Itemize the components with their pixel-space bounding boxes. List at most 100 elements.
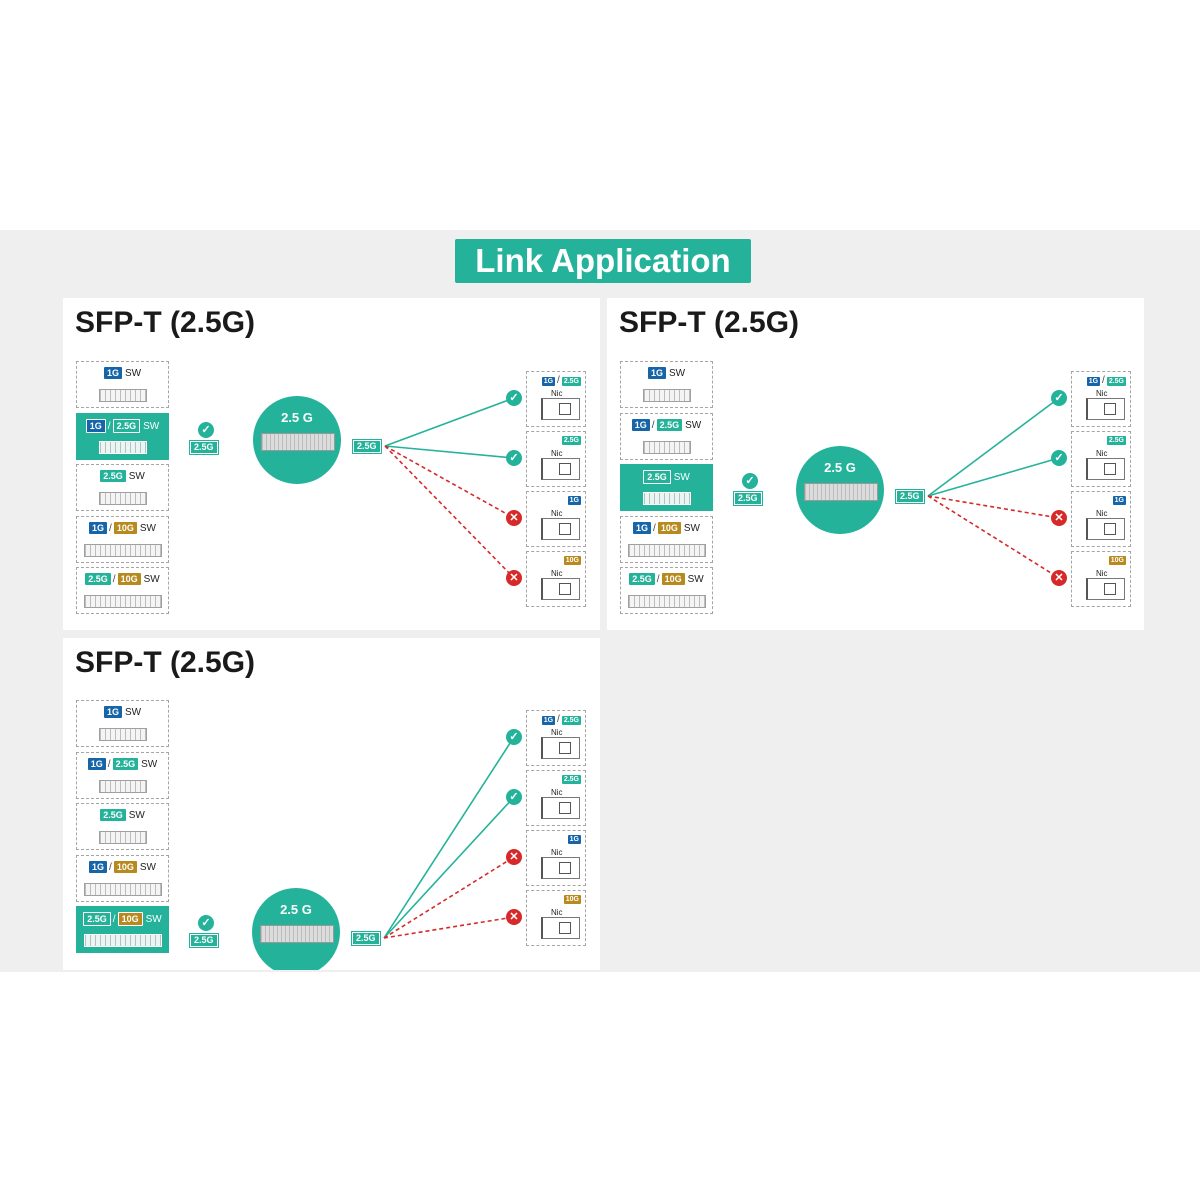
tag-separator: / [653, 522, 656, 534]
incompatible-link-line [384, 445, 515, 519]
switch-label: SW [143, 420, 160, 432]
sfp-module-icon [804, 483, 878, 501]
speed-tag-2-5g: 2.5G [561, 716, 581, 725]
nic-label: Nic [551, 728, 563, 737]
cross-icon: ✕ [506, 570, 522, 586]
switch-label: SW [143, 574, 160, 585]
switch-device-icon [83, 934, 162, 947]
nic-port-icon [559, 403, 571, 415]
speed-tag-2-5g: 2.5G [112, 757, 139, 770]
speed-tag-10g: 10G [657, 521, 681, 534]
switch-label: SW [124, 368, 142, 379]
speed-tag-1g: 1G [541, 716, 556, 725]
speed-tag-10g: 10G [113, 860, 137, 873]
nic-card-icon [541, 917, 580, 939]
speed-tag-10g: 10G [113, 521, 137, 534]
incompatible-link-line [927, 495, 1060, 519]
speed-tag-2-5g: 2.5G [83, 912, 111, 926]
switch-device-icon [98, 831, 147, 844]
check-icon: ✓ [742, 473, 758, 489]
switch-label: SW [124, 707, 142, 718]
module-label: 2.5 G [824, 460, 856, 475]
switch-device-icon [98, 779, 147, 793]
panel-title: SFP-T (2.5G) [75, 646, 256, 679]
switch-label: SW [687, 574, 704, 585]
nic-header: 10G [563, 894, 581, 904]
connection-lines [383, 736, 515, 939]
nic-header: 1G [567, 495, 581, 505]
connection-lines [384, 397, 515, 579]
speed-tag-1g: 1G [567, 835, 581, 844]
cross-icon: ✕ [1051, 570, 1067, 586]
speed-tag-2-5g: 2.5G [629, 573, 655, 585]
nic-card-icon [541, 518, 580, 540]
check-icon: ✓ [506, 729, 522, 745]
tag-separator: / [107, 420, 111, 432]
tag-separator: / [1102, 375, 1105, 386]
switch-device-icon [98, 389, 147, 402]
module-link-speed: 2.5G [895, 489, 925, 504]
switch-label: SW [139, 861, 156, 873]
speed-tag-10g: 10G [1108, 556, 1126, 565]
speed-tag-1g: 1G [85, 418, 106, 433]
check-icon: ✓ [1051, 450, 1067, 466]
speed-tag-10g: 10G [563, 895, 581, 904]
speed-tag-2-5g: 2.5G [100, 809, 126, 821]
incompatible-link-line [383, 856, 515, 939]
nic-label: Nic [1096, 509, 1108, 518]
nic-port-icon [559, 523, 571, 535]
nic-port-icon [1104, 583, 1116, 595]
switch-label: SW [128, 810, 145, 821]
cross-icon: ✕ [506, 849, 522, 865]
compatible-link-line [927, 397, 1060, 497]
compatible-link-line [384, 445, 515, 459]
sfp-module-circle: 2.5 G [252, 888, 340, 970]
nic-port-icon [559, 742, 571, 754]
switch-device-icon [627, 595, 706, 608]
tag-separator: / [557, 375, 560, 386]
tag-separator: / [109, 522, 112, 534]
speed-tag-1g: 1G [87, 757, 106, 770]
cross-icon: ✕ [506, 909, 522, 925]
nic-label: Nic [551, 848, 563, 857]
nic-label: Nic [1096, 389, 1108, 398]
switch-device-icon [98, 492, 147, 505]
nic-label: Nic [551, 509, 563, 518]
connection-lines [927, 397, 1060, 579]
switch-device-icon [83, 595, 162, 608]
sfp-module-icon [260, 925, 334, 943]
nic-header: 10G [563, 555, 581, 565]
switch-label: SW [668, 368, 686, 379]
switch-device-icon [98, 728, 147, 741]
switch-device-icon [627, 543, 706, 557]
switch-device-icon [642, 440, 691, 454]
speed-tag-2-5g: 2.5G [561, 377, 581, 386]
module-label: 2.5 G [280, 902, 312, 917]
sfp-module-circle: 2.5 G [796, 446, 884, 534]
switch-link-speed: 2.5G [733, 491, 763, 506]
module-link-speed: 2.5G [351, 931, 381, 946]
speed-tag-10g: 10G [661, 573, 685, 585]
nic-card-icon [541, 578, 580, 600]
panel-title: SFP-T (2.5G) [619, 306, 800, 339]
page-title: Link Application [455, 239, 751, 283]
